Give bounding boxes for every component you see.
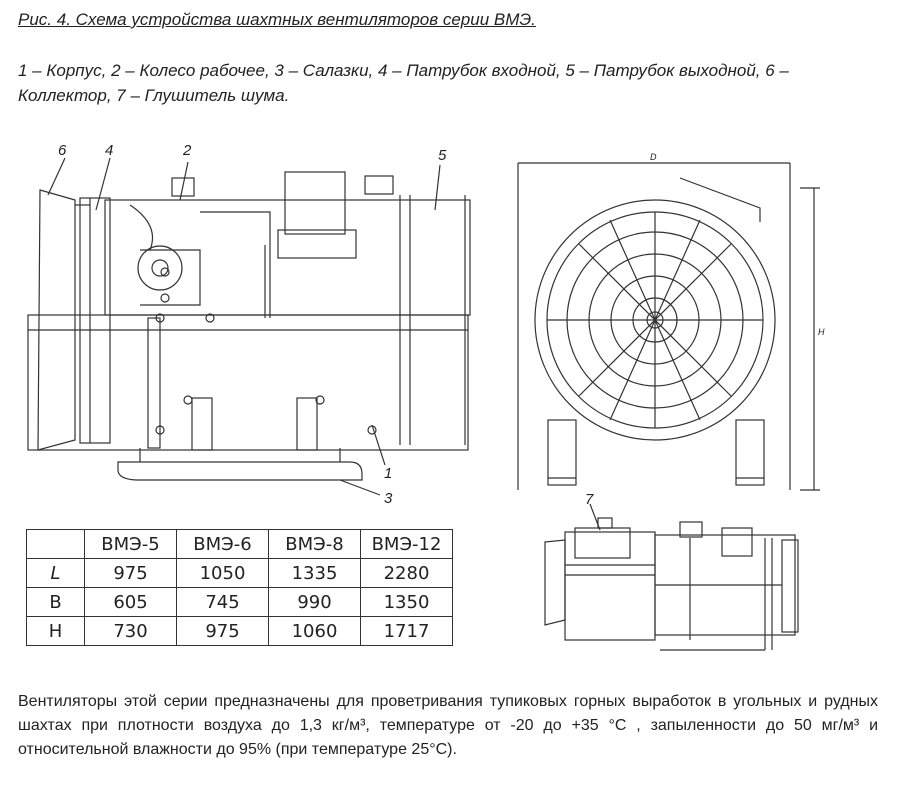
table-cell: 1060	[268, 616, 361, 646]
table-cell: 745	[176, 587, 269, 617]
label-3: 3	[384, 490, 393, 507]
table-header-cell: ВМЭ-8	[268, 529, 361, 559]
label-5: 5	[438, 147, 447, 164]
table-cell: 1050	[176, 558, 269, 588]
table-cell: 1717	[360, 616, 453, 646]
table-cell: 2280	[360, 558, 453, 588]
table-row: L 975 1050 1335 2280	[26, 558, 453, 588]
table-row-label: B	[26, 587, 85, 617]
label-1: 1	[384, 465, 392, 482]
table-cell: 975	[176, 616, 269, 646]
table-header-cell: ВМЭ-12	[360, 529, 453, 559]
fan-side-view	[27, 157, 471, 496]
fan-technical-drawing: 6 4 2 5 1 3 7 D H	[27, 142, 825, 651]
figure-legend: 1 – Корпус, 2 – Колесо рабочее, 3 – Сала…	[18, 61, 789, 105]
description-paragraph: Вентиляторы этой серии предназначены для…	[18, 693, 878, 758]
label-7: 7	[585, 491, 594, 508]
table-header-cell	[26, 529, 85, 559]
figure-caption: Рис. 4. Схема устройства шахтных вентиля…	[18, 10, 536, 29]
fan-front-view	[517, 162, 820, 491]
table-header-cell: ВМЭ-6	[176, 529, 269, 559]
table-row: H 730 975 1060 1717	[26, 616, 453, 646]
table-cell: 730	[84, 616, 177, 646]
dim-d-label: D	[650, 152, 657, 162]
label-6: 6	[58, 142, 67, 159]
label-4: 4	[105, 142, 113, 159]
table-row-label: H	[26, 616, 85, 646]
table-cell: 975	[84, 558, 177, 588]
dim-h-label: H	[818, 327, 825, 337]
table-cell: 1350	[360, 587, 453, 617]
fan-silencer-view	[544, 503, 799, 651]
table-row-label: L	[26, 558, 85, 588]
table-cell: 1335	[268, 558, 361, 588]
table-row: B 605 745 990 1350	[26, 587, 453, 617]
table-header-row: ВМЭ-5 ВМЭ-6 ВМЭ-8 ВМЭ-12	[26, 529, 453, 559]
table-cell: 605	[84, 587, 177, 617]
label-2: 2	[182, 142, 192, 159]
dimensions-table: ВМЭ-5 ВМЭ-6 ВМЭ-8 ВМЭ-12 L 975 1050 1335…	[26, 529, 453, 646]
table-cell: 990	[268, 587, 361, 617]
table-header-cell: ВМЭ-5	[84, 529, 177, 559]
